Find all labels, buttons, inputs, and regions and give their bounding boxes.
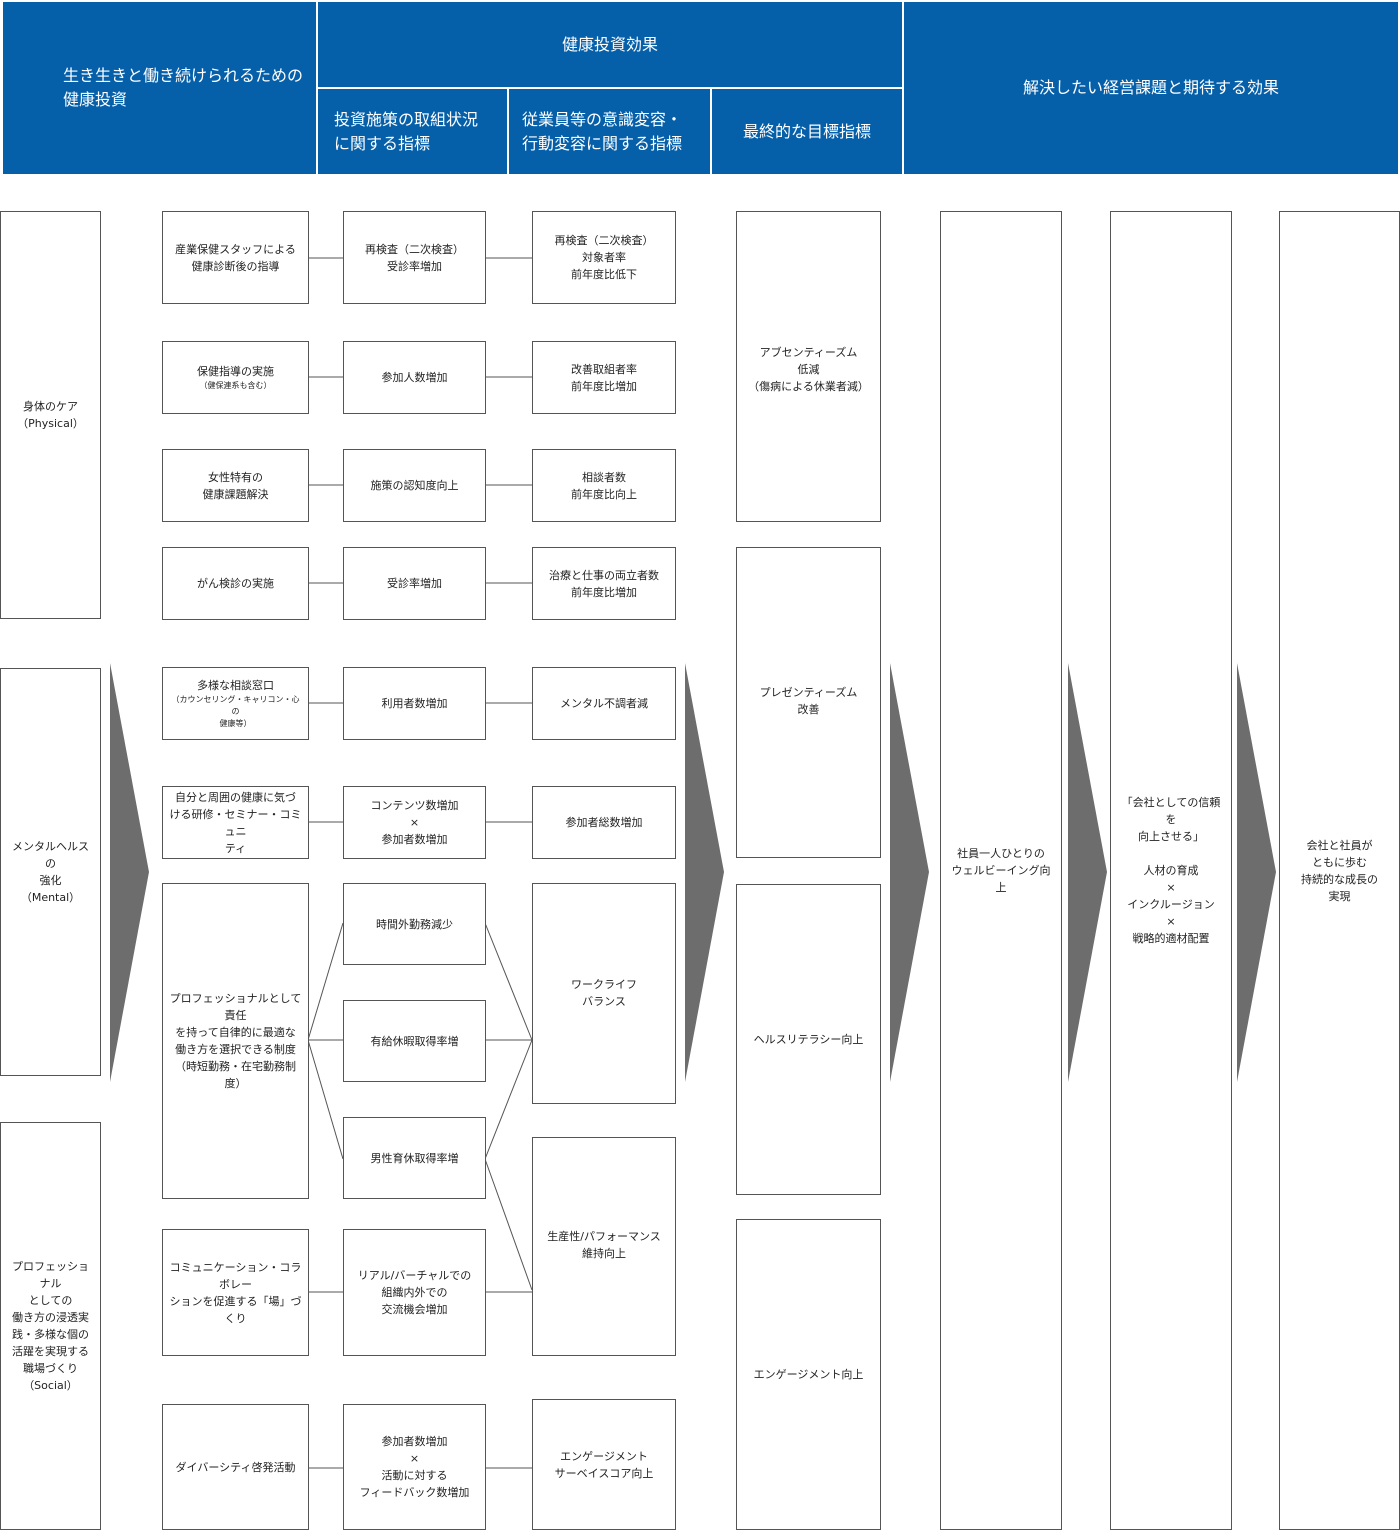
behavior-treatment-work: 治療と仕事の両立者数 前年度比増加 [532, 547, 676, 620]
behavior-work-life-balance: ワークライフ バランス [532, 883, 676, 1104]
final-health-literacy: ヘルスリテラシー向上 [736, 884, 881, 1195]
measure-health-guidance-label: 保健指導の実施 [197, 365, 274, 378]
measure-awareness-training: 自分と周囲の健康に気づ ける研修・セミナー・コミュニ ティ [162, 786, 309, 859]
status-paternity-leave: 男性育休取得率増 [343, 1117, 486, 1199]
measure-cancer-screening: がん検診の実施 [162, 547, 309, 620]
header-final-indicator: 最終的な目標指標 [712, 89, 902, 174]
behavior-total-participants: 参加者総数増加 [532, 786, 676, 859]
status-participants: 参加人数増加 [343, 341, 486, 414]
status-exchange-opportunities: リアル/バーチャルでの 組織内外での 交流機会増加 [343, 1229, 486, 1356]
status-feedback: 参加者数増加 × 活動に対する フィードバック数増加 [343, 1404, 486, 1530]
behavior-productivity: 生産性/パフォーマンス 維持向上 [532, 1137, 676, 1356]
status-screening-rate: 受診率増加 [343, 547, 486, 620]
status-contents-participants: コンテンツ数増加 × 参加者数増加 [343, 786, 486, 859]
status-overtime: 時間外勤務減少 [343, 883, 486, 965]
behavior-mental-decrease: メンタル不調者減 [532, 667, 676, 740]
final-presenteeism: プレゼンティーズム 改善 [736, 547, 881, 858]
arrow-1 [110, 663, 149, 1082]
status-awareness: 施策の認知度向上 [343, 449, 486, 522]
header-investment: 生き生きと働き続けられるための 健康投資 [3, 2, 316, 174]
status-users: 利用者数増加 [343, 667, 486, 740]
status-paid-leave: 有給休暇取得率増 [343, 1000, 486, 1082]
final-engagement: エンゲージメント向上 [736, 1219, 881, 1530]
header-effect: 健康投資効果 [318, 2, 902, 87]
outcome-sustainable-growth: 会社と社員が ともに歩む 持続的な成長の 実現 [1279, 211, 1400, 1530]
header-status-indicator: 投資施策の取組状況 に関する指標 [318, 89, 507, 174]
measure-diversity: ダイバーシティ啓発活動 [162, 1404, 309, 1530]
arrow-2 [685, 663, 724, 1082]
outcome-wellbeing: 社員一人ひとりの ウェルビーイング向上 [940, 211, 1062, 1530]
outcome-management-issues: 「会社としての信頼を 向上させる」 人材の育成 × インクルージョン × 戦略的… [1110, 211, 1232, 1530]
arrow-4 [1068, 663, 1107, 1082]
behavior-consultations: 相談者数 前年度比向上 [532, 449, 676, 522]
measure-collaboration-space: コミュニケーション・コラボレー ションを促進する「場」づくり [162, 1229, 309, 1356]
measure-health-guidance-note: （健保連系も含む） [199, 381, 272, 390]
category-physical: 身体のケア （Physical） [0, 211, 101, 619]
header-behavior-indicator: 従業員等の意識変容・ 行動変容に関する指標 [509, 89, 710, 174]
arrow-3 [890, 663, 929, 1082]
measure-flexible-work: プロフェッショナルとして責任 を持って自律的に最適な 働き方を選択できる制度 （… [162, 883, 309, 1199]
category-mental: メンタルヘルスの 強化 （Mental） [0, 668, 101, 1076]
final-absenteeism: アブセンティーズム 低減 （傷病による休業者減） [736, 211, 881, 522]
arrow-5 [1237, 663, 1276, 1082]
behavior-reexam-target: 再検査（二次検査） 対象者率 前年度比低下 [532, 211, 676, 304]
behavior-improvement: 改善取組者率 前年度比増加 [532, 341, 676, 414]
measure-consultation: 多様な相談窓口 （カウンセリング・キャリコン・心の 健康等） [162, 667, 309, 740]
measure-health-guidance: 保健指導の実施 （健保連系も含む） [162, 341, 309, 414]
measure-consultation-label: 多様な相談窓口 [197, 679, 274, 692]
measure-consultation-note: （カウンセリング・キャリコン・心の 健康等） [171, 695, 300, 728]
header-management: 解決したい経営課題と期待する効果 [904, 2, 1398, 174]
measure-post-checkup-guidance: 産業保健スタッフによる 健康診断後の指導 [162, 211, 309, 304]
behavior-engagement-score: エンゲージメント サーベイスコア向上 [532, 1399, 676, 1530]
measure-womens-health: 女性特有の 健康課題解決 [162, 449, 309, 522]
category-social: プロフェッショナル としての 働き方の浸透実 践・多様な個の 活躍を実現する 職… [0, 1122, 101, 1530]
status-reexam-rate: 再検査（二次検査） 受診率増加 [343, 211, 486, 304]
